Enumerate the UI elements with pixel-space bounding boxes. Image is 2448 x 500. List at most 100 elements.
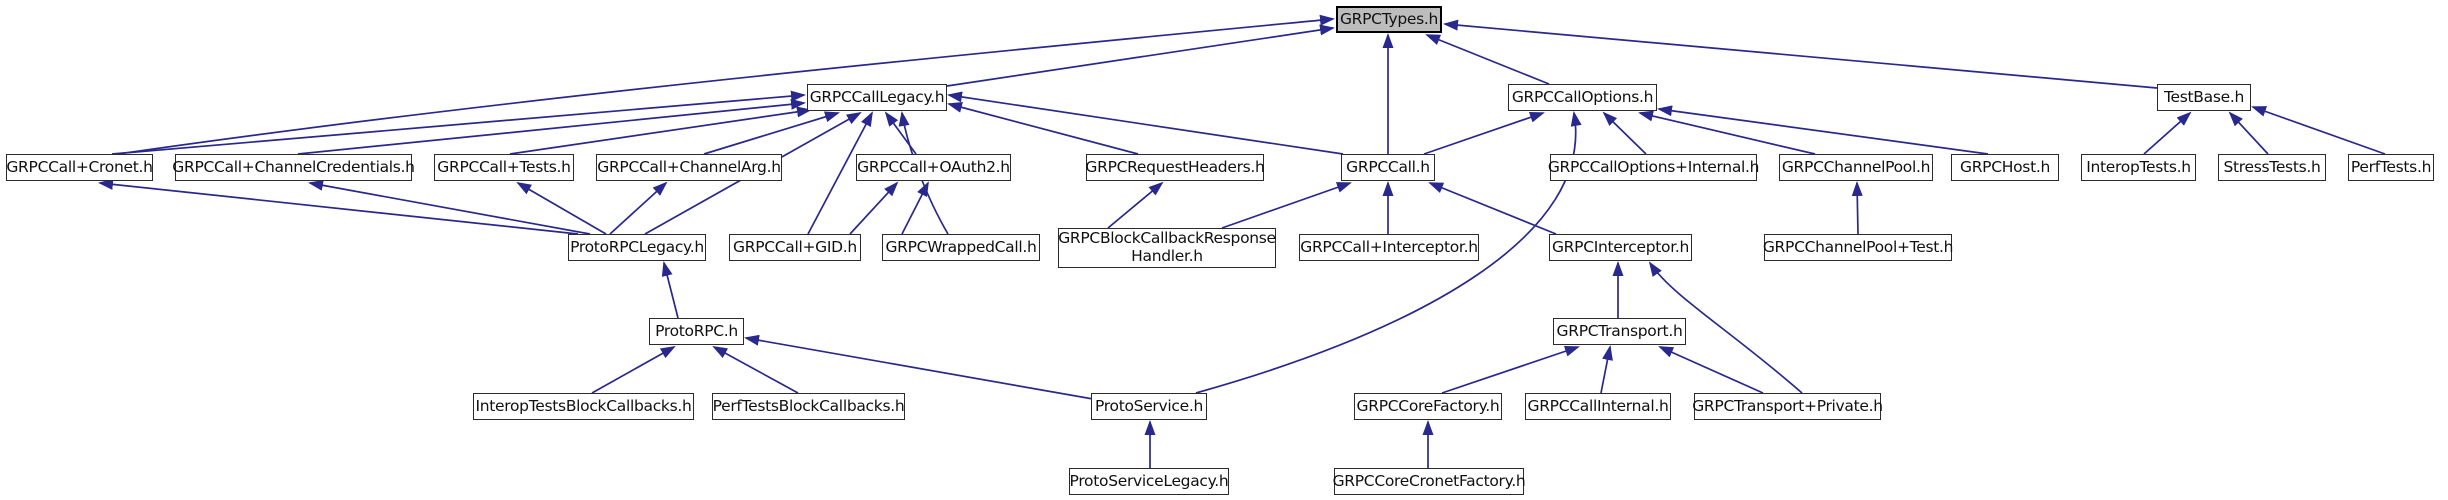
node-label: GRPCInterceptor.h <box>1551 237 1690 256</box>
node-label: GRPCCall+OAuth2.h <box>857 157 1010 176</box>
node-label: PerfTestsBlockCallbacks.h <box>712 396 905 415</box>
edge-blockhandler-grpccall <box>1221 182 1352 229</box>
node-label: GRPCTransport+Private.h <box>1692 396 1883 415</box>
node-label: GRPCCall+GID.h <box>733 237 857 256</box>
node-callinterceptor[interactable]: GRPCCall+Interceptor.h <box>1299 234 1479 261</box>
edge-protorpclegacy-calltests <box>516 181 607 235</box>
node-label: TestBase.h <box>2163 87 2245 106</box>
edge-grpccalloptions-grpctypes <box>1425 34 1550 85</box>
edge-optionsinternal-grpccalloptions <box>1602 111 1647 155</box>
node-channelcredentials[interactable]: GRPCCall+ChannelCredentials.h <box>172 154 415 181</box>
node-requestheaders[interactable]: GRPCRequestHeaders.h <box>1085 154 1265 181</box>
edge-channelcredentials-grpccalllegacy <box>297 98 806 155</box>
node-label: InteropTests.h <box>2086 157 2191 176</box>
node-stresstests[interactable]: StressTests.h <box>2218 154 2326 181</box>
edge-corefactory-transport <box>1441 345 1580 394</box>
node-label: ProtoRPCLegacy.h <box>570 237 704 256</box>
node-label: GRPCChannelPool.h <box>1781 157 1931 176</box>
node-label: GRPCCoreFactory.h <box>1356 396 1500 415</box>
edge-transportprivate-interceptor <box>1648 261 1803 394</box>
node-protorpclegacy[interactable]: ProtoRPCLegacy.h <box>568 234 706 261</box>
node-grpccalllegacy[interactable]: GRPCCallLegacy.h <box>807 84 947 111</box>
edge-grpccall-grpccalllegacy <box>947 91 1344 155</box>
node-interopbc[interactable]: InteropTestsBlockCallbacks.h <box>473 393 694 420</box>
node-label: GRPCCall+Tests.h <box>437 157 571 176</box>
edge-blockhandler-requestheaders <box>1107 181 1164 229</box>
edge-interceptor-grpccall <box>1428 182 1557 235</box>
node-label: GRPCBlockCallbackResponse <box>1058 229 1276 248</box>
edge-grpchost-grpccalloptions <box>1657 105 1989 155</box>
node-label: GRPCCallOptions+Internal.h <box>1547 157 1760 176</box>
edge-callinternal-transport <box>1600 345 1613 394</box>
node-callinternal[interactable]: GRPCCallInternal.h <box>1525 393 1671 420</box>
node-calltests[interactable]: GRPCCall+Tests.h <box>434 154 574 181</box>
node-label: GRPCCallLegacy.h <box>809 87 945 106</box>
edge-gid-grpccalllegacy <box>807 111 873 235</box>
node-transport[interactable]: GRPCTransport.h <box>1553 318 1686 345</box>
node-testbase[interactable]: TestBase.h <box>2157 84 2251 111</box>
edge-protorpclegacy-cronet <box>98 178 579 235</box>
edge-channelpool-grpccalloptions <box>1638 110 1816 155</box>
edge-grpccalllegacy-grpctypes <box>946 24 1335 87</box>
node-label: GRPCCall+ChannelArg.h <box>597 157 781 176</box>
node-interoptests[interactable]: InteropTests.h <box>2081 154 2196 181</box>
node-label: GRPCCall.h <box>1346 157 1430 176</box>
node-channelpool[interactable]: GRPCChannelPool.h <box>1779 154 1933 181</box>
edge-gid-oauth2 <box>849 181 899 235</box>
node-grpctypes[interactable]: GRPCTypes.h <box>1336 6 1442 33</box>
node-grpccall[interactable]: GRPCCall.h <box>1341 154 1435 181</box>
edge-channelarg-grpccalllegacy <box>703 111 840 155</box>
node-oauth2[interactable]: GRPCCall+OAuth2.h <box>856 154 1011 181</box>
node-label: GRPCCoreCronetFactory.h <box>1332 471 1526 490</box>
node-grpchost[interactable]: GRPCHost.h <box>1951 154 2059 181</box>
edge-wrappedcall-oauth2 <box>901 181 929 235</box>
node-perftests[interactable]: PerfTests.h <box>2348 154 2434 181</box>
node-label: GRPCCallOptions.h <box>1511 87 1654 106</box>
node-protoservice[interactable]: ProtoService.h <box>1091 393 1207 420</box>
node-corecronetfactory[interactable]: GRPCCoreCronetFactory.h <box>1332 468 1526 495</box>
node-label: GRPCTypes.h <box>1339 9 1439 28</box>
edge-protorpclegacy-channelarg <box>609 181 668 235</box>
edge-grpccall-grpccalloptions <box>1423 112 1545 155</box>
edge-channelpooltest-channelpool <box>1851 181 1863 235</box>
edge-perfbc-protorpc <box>712 346 799 394</box>
edge-testbase-grpctypes <box>1443 19 2158 89</box>
node-label: StressTests.h <box>2223 157 2321 176</box>
node-channelarg[interactable]: GRPCCall+ChannelArg.h <box>596 154 782 181</box>
node-optionsinternal[interactable]: GRPCCallOptions+Internal.h <box>1547 154 1760 181</box>
node-protoservicelegacy[interactable]: ProtoServiceLegacy.h <box>1069 468 1229 495</box>
node-grpccalloptions[interactable]: GRPCCallOptions.h <box>1508 84 1657 111</box>
edge-cronet-grpccalllegacy <box>111 90 806 155</box>
node-cronet[interactable]: GRPCCall+Cronet.h <box>6 154 153 181</box>
node-label: ProtoServiceLegacy.h <box>1069 471 1229 490</box>
node-corefactory[interactable]: GRPCCoreFactory.h <box>1354 393 1502 420</box>
node-label: PerfTests.h <box>2350 157 2432 176</box>
node-label: GRPCRequestHeaders.h <box>1085 157 1265 176</box>
node-label: ProtoRPC.h <box>655 321 738 340</box>
node-label: GRPCChannelPool+Test.h <box>1762 237 1954 256</box>
node-label: GRPCWrappedCall.h <box>885 237 1037 256</box>
node-channelpooltest[interactable]: GRPCChannelPool+Test.h <box>1762 234 1954 261</box>
node-label: GRPCTransport.h <box>1556 321 1683 340</box>
node-interceptor[interactable]: GRPCInterceptor.h <box>1549 234 1692 261</box>
edge-cronet-grpctypes <box>117 14 1335 155</box>
node-protorpc[interactable]: ProtoRPC.h <box>649 318 744 345</box>
node-perfbc[interactable]: PerfTestsBlockCallbacks.h <box>712 393 905 420</box>
node-label: GRPCCall+ChannelCredentials.h <box>172 157 415 176</box>
node-label: GRPCCallInternal.h <box>1527 396 1669 415</box>
node-label: GRPCCall+Interceptor.h <box>1300 237 1478 256</box>
edge-transportprivate-transport <box>1658 346 1764 394</box>
edge-protoservice-protorpc <box>744 334 1094 400</box>
edge-protorpclegacy-channelcredentials <box>308 179 591 235</box>
node-gid[interactable]: GRPCCall+GID.h <box>729 234 861 261</box>
node-wrappedcall[interactable]: GRPCWrappedCall.h <box>882 234 1040 261</box>
node-label: InteropTestsBlockCallbacks.h <box>475 396 692 415</box>
edge-perftests-testbase <box>2251 106 2386 155</box>
node-label: GRPCHost.h <box>1960 157 2050 176</box>
edge-oauth2-grpccalllegacy <box>884 111 917 155</box>
node-label: ProtoService.h <box>1095 396 1203 415</box>
node-transportprivate[interactable]: GRPCTransport+Private.h <box>1692 393 1883 420</box>
edge-requestheaders-grpccalllegacy <box>947 102 1139 155</box>
